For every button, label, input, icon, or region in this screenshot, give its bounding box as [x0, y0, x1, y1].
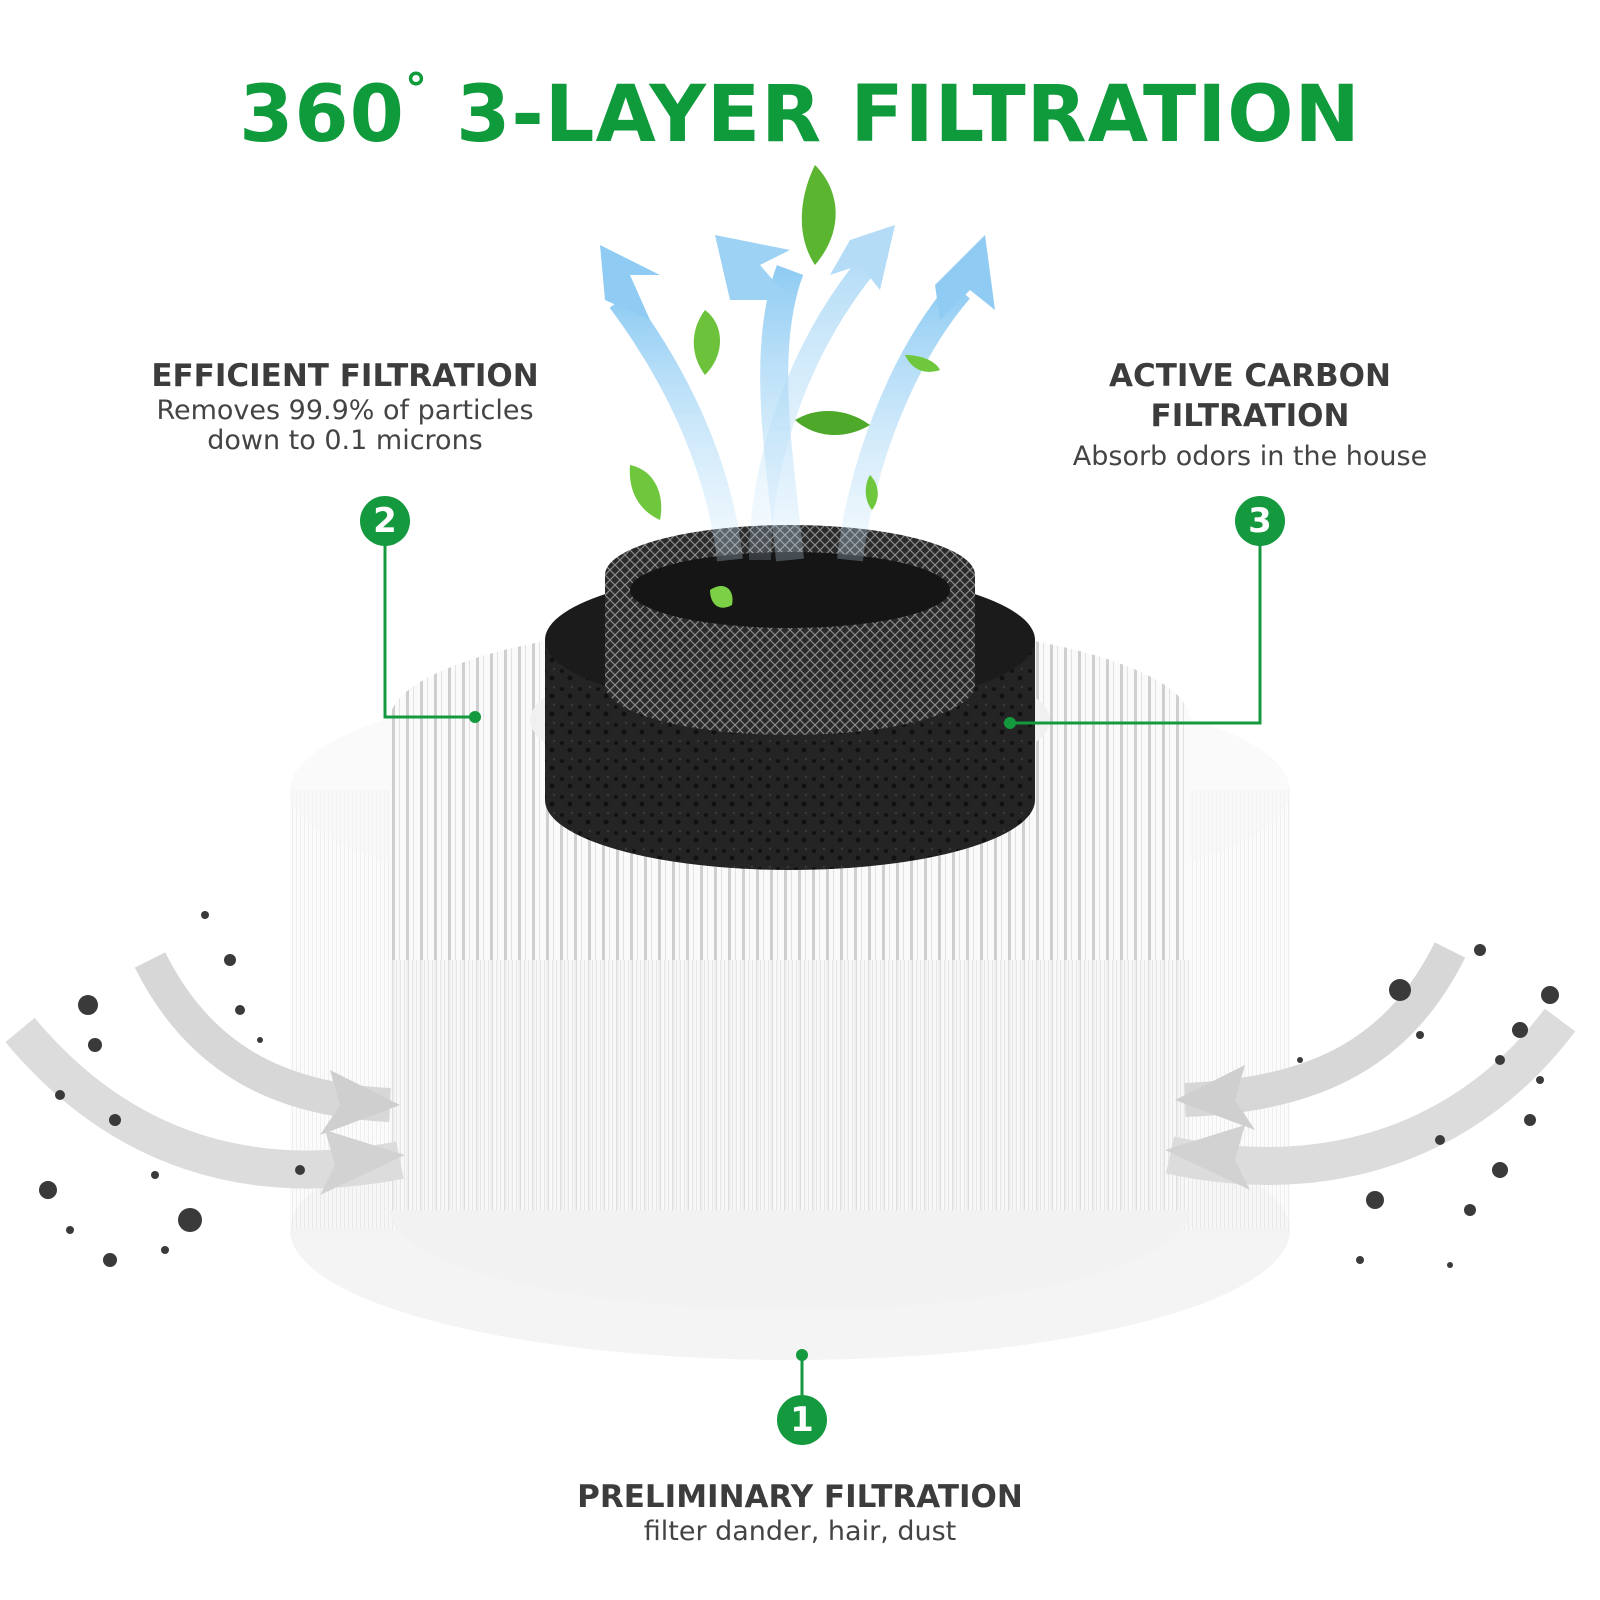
layer-1-caption: PRELIMINARY FILTRATION filter dander, ha… [450, 1477, 1150, 1547]
layer-2-description-line2: down to 0.1 microns [207, 425, 483, 456]
title-number: 360 [239, 70, 405, 160]
metal-mesh-core [605, 525, 975, 735]
layer-1-badge: 1 [777, 1395, 827, 1445]
layer-2-caption: EFFICIENT FILTRATION Removes 99.9% of pa… [120, 356, 570, 456]
layer-2-badge: 2 [360, 496, 410, 546]
layer-1-description: filter dander, hair, dust [643, 1516, 957, 1547]
airflow-arrow-icon [600, 225, 995, 562]
title-rest: 3-LAYER FILTRATION [427, 70, 1361, 160]
layer-3-badge: 3 [1235, 496, 1285, 546]
page-title: 360° 3-LAYER FILTRATION [0, 64, 1600, 160]
layer-3-description: Absorb odors in the house [1072, 441, 1428, 472]
layer-3-caption: ACTIVE CARBON FILTRATION Absorb odors in… [1030, 356, 1470, 472]
degree-symbol: ° [404, 64, 428, 115]
layer-3-heading-line1: ACTIVE CARBON [1109, 358, 1391, 394]
dust-particle-icon [39, 911, 1559, 1268]
intake-arrow-icon [5, 942, 1576, 1195]
callout-dots [469, 711, 1016, 1361]
layer-2-heading: EFFICIENT FILTRATION [151, 358, 539, 394]
layer-3-heading-line2: FILTRATION [1150, 398, 1350, 434]
layer-1-heading: PRELIMINARY FILTRATION [577, 1479, 1023, 1515]
callout-lines [383, 545, 1262, 1395]
leaf-icon [629, 165, 940, 608]
layer-2-description-line1: Removes 99.9% of particles [156, 395, 534, 426]
